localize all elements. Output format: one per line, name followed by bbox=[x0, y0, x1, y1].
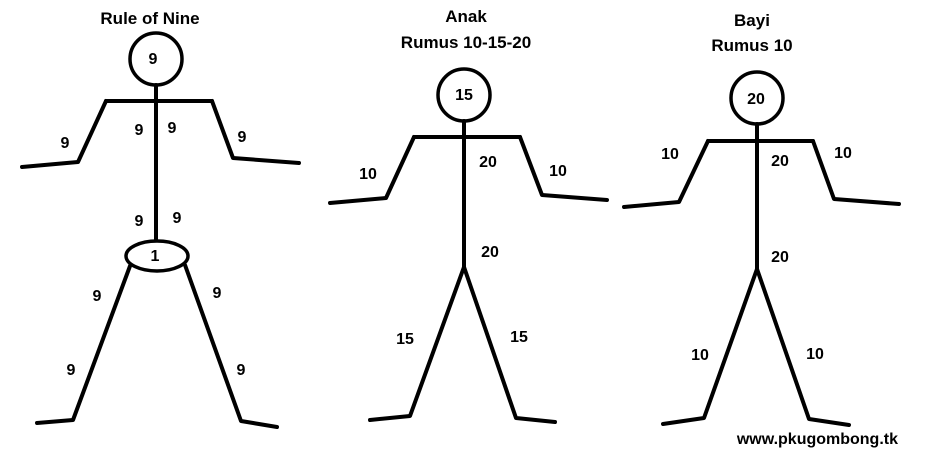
child-trunk-front-label: 20 bbox=[479, 154, 497, 171]
baby-trunk-front-label: 20 bbox=[771, 153, 789, 170]
child-leg-right-label: 15 bbox=[510, 329, 528, 346]
child-arm-right bbox=[518, 135, 609, 202]
adult-chest-right-label: 9 bbox=[168, 120, 177, 137]
baby-head-label: 20 bbox=[747, 91, 765, 108]
child-arm-left bbox=[328, 135, 416, 205]
adult-back-right-label: 9 bbox=[173, 210, 182, 227]
adult-head-label: 9 bbox=[149, 51, 158, 68]
baby-title: Bayi bbox=[734, 11, 770, 30]
child-arm-right-label: 10 bbox=[549, 163, 567, 180]
baby-arm-right bbox=[811, 139, 901, 206]
child-figure: Anak Rumus 10-15-20 15 10 10 20 20 15 15 bbox=[328, 7, 609, 424]
child-leg-right bbox=[462, 265, 557, 424]
baby-arm-left-label: 10 bbox=[661, 146, 679, 163]
baby-leg-left bbox=[661, 267, 759, 426]
adult-chest-left-label: 9 bbox=[135, 122, 144, 139]
adult-arm-left bbox=[20, 99, 108, 169]
adult-shin-left-label: 9 bbox=[67, 362, 76, 379]
adult-arm-left-label: 9 bbox=[61, 135, 70, 152]
child-title: Anak bbox=[445, 7, 487, 26]
child-arm-left-label: 10 bbox=[359, 166, 377, 183]
adult-genital-label: 1 bbox=[151, 248, 160, 265]
child-head-label: 15 bbox=[455, 87, 473, 104]
adult-arm-right-label: 9 bbox=[238, 129, 247, 146]
adult-pelvis bbox=[124, 239, 190, 273]
child-leg-left bbox=[368, 265, 466, 422]
baby-leg-right bbox=[755, 267, 851, 427]
adult-leg-right bbox=[183, 263, 279, 429]
baby-leg-right-label: 10 bbox=[806, 346, 824, 363]
child-leg-left-label: 15 bbox=[396, 331, 414, 348]
baby-leg-left-label: 10 bbox=[691, 347, 709, 364]
adult-thigh-right-label: 9 bbox=[213, 285, 222, 302]
adult-arm-right bbox=[210, 99, 301, 165]
adult-title: Rule of Nine bbox=[100, 9, 199, 28]
baby-arm-left bbox=[622, 139, 710, 209]
adult-leg-left bbox=[35, 264, 132, 425]
baby-subtitle: Rumus 10 bbox=[711, 36, 792, 55]
website-credit: www.pkugombong.tk bbox=[736, 431, 898, 448]
child-subtitle: Rumus 10-15-20 bbox=[401, 33, 531, 52]
adult-thigh-left-label: 9 bbox=[93, 288, 102, 305]
baby-arm-right-label: 10 bbox=[834, 145, 852, 162]
adult-shin-right-label: 9 bbox=[237, 362, 246, 379]
child-trunk-back-label: 20 bbox=[481, 244, 499, 261]
adult-figure: Rule of Nine 9 1 9 9 9 9 9 9 9 9 9 9 bbox=[20, 9, 301, 429]
adult-back-left-label: 9 bbox=[135, 213, 144, 230]
baby-figure: Bayi Rumus 10 20 10 10 20 20 10 10 bbox=[622, 11, 901, 427]
baby-trunk-back-label: 20 bbox=[771, 249, 789, 266]
